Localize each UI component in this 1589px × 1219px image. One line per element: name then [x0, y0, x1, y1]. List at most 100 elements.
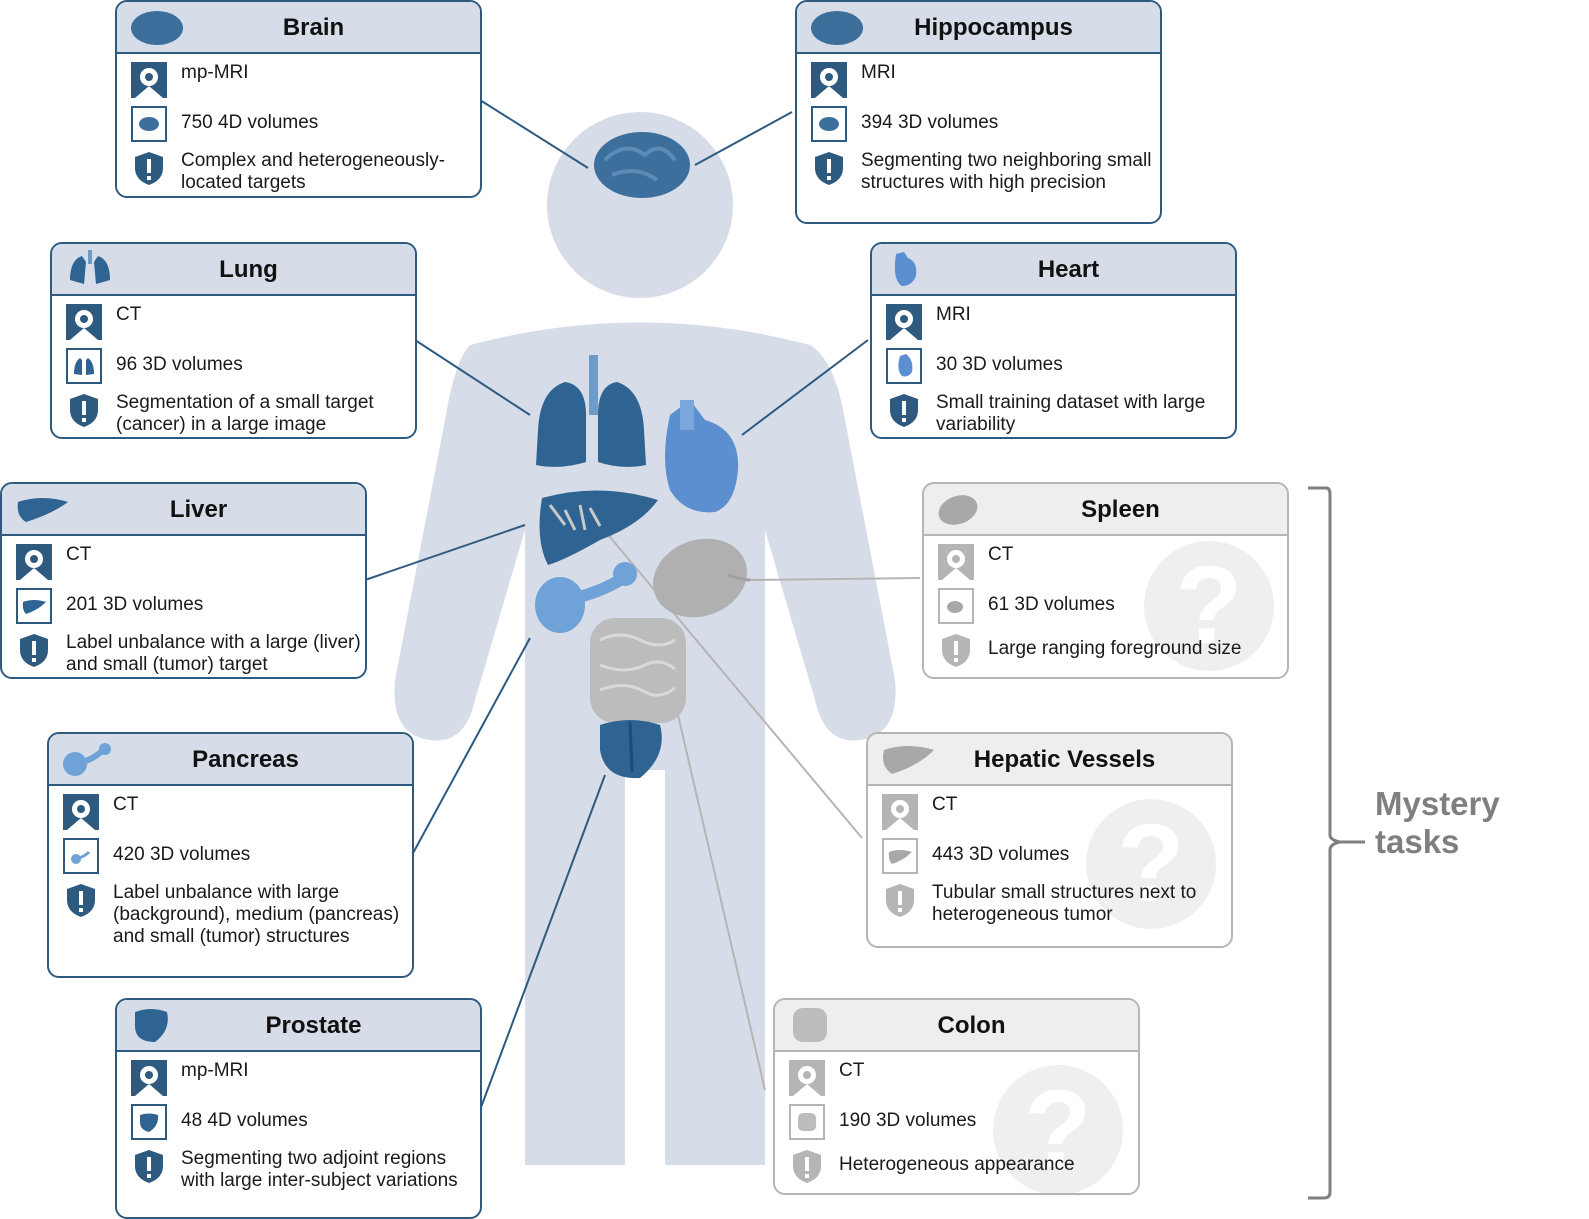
volumes-row: 190 3D volumes — [789, 1104, 1134, 1140]
liver-organ-icon — [539, 490, 658, 565]
card-title: Spleen — [1081, 496, 1160, 523]
task-card-colon: ? Colon CT 190 3D volumes Heterogeneous … — [773, 998, 1140, 1195]
challenge-text: Label unbalance with large (background),… — [113, 882, 400, 947]
shield-exclamation-icon — [793, 1150, 821, 1183]
card-title: Pancreas — [192, 746, 299, 773]
question-mark-icon: ? — [1086, 799, 1216, 929]
card-title: Colon — [937, 1012, 1006, 1039]
shield-exclamation-icon — [135, 152, 163, 185]
scanner-icon — [63, 794, 99, 830]
spleen-organ-icon — [653, 538, 751, 618]
shield-exclamation-icon — [815, 152, 843, 185]
task-card-hepatic-vessels: ? Hepatic Vessels CT 443 3D volumes Tubu… — [866, 732, 1233, 948]
volumes-text: 420 3D volumes — [113, 844, 251, 865]
spleen-thumbnail-icon — [938, 495, 978, 525]
shield-exclamation-icon — [135, 1150, 163, 1183]
task-card-prostate: Prostate mp-MRI 48 4D volumes Segmenting… — [115, 998, 482, 1219]
modality-text: CT — [66, 544, 92, 565]
modality-row: CT — [63, 794, 408, 830]
card-title: Lung — [219, 256, 278, 283]
organ-thumbnail-icon — [789, 1104, 825, 1140]
volumes-text: 201 3D volumes — [66, 594, 204, 615]
modality-row: MRI — [886, 304, 1231, 340]
scanner-icon — [66, 304, 102, 340]
card-title: Heart — [1037, 256, 1100, 283]
modality-text: CT — [932, 794, 958, 815]
task-card-liver: Liver CT 201 3D volumes Label unbalance … — [0, 482, 367, 679]
challenge-row: Segmenting two neighboring small structu… — [811, 150, 1156, 194]
volumes-row: 30 3D volumes — [886, 348, 1231, 384]
colon-thumbnail-icon — [793, 1008, 827, 1042]
prostate-organ-icon — [600, 720, 662, 779]
card-header: Heart — [872, 244, 1235, 296]
mystery-bracket — [1308, 486, 1365, 1200]
volumes-row: 420 3D volumes — [63, 838, 408, 874]
brain-thumbnail-icon — [131, 11, 183, 45]
organ-thumbnail-icon — [66, 348, 102, 384]
challenge-row: Segmentation of a small target (cancer) … — [66, 392, 411, 436]
task-card-hippocampus: Hippocampus MRI 394 3D volumes Segmentin… — [795, 0, 1162, 224]
modality-text: MRI — [861, 62, 896, 83]
challenge-row: Large ranging foreground size — [938, 632, 1283, 668]
scanner-icon — [789, 1060, 825, 1096]
scanner-icon — [131, 62, 167, 98]
scanner-icon — [811, 62, 847, 98]
challenge-text: Large ranging foreground size — [988, 638, 1242, 659]
scanner-icon — [938, 544, 974, 580]
organ-thumbnail-icon — [131, 106, 167, 142]
card-title: Liver — [169, 496, 228, 523]
modality-row: CT — [66, 304, 411, 340]
card-header: Hippocampus — [797, 2, 1160, 54]
shield-exclamation-icon — [20, 634, 48, 667]
volumes-text: 30 3D volumes — [936, 354, 1063, 375]
organ-thumbnail-icon — [938, 588, 974, 624]
shield-exclamation-icon — [886, 884, 914, 917]
volumes-row: 750 4D volumes — [131, 106, 476, 142]
volumes-row: 96 3D volumes — [66, 348, 411, 384]
volumes-row: 394 3D volumes — [811, 106, 1156, 142]
card-header: Spleen — [924, 484, 1287, 536]
volumes-text: 394 3D volumes — [861, 112, 999, 133]
scanner-icon — [886, 304, 922, 340]
card-title: Brain — [282, 14, 345, 41]
prostate-thumbnail-icon — [135, 1009, 168, 1042]
shield-exclamation-icon — [890, 394, 918, 427]
card-title: Prostate — [265, 1012, 362, 1039]
challenge-text: Complex and heterogeneously-located targ… — [181, 150, 446, 193]
organ-thumbnail-icon — [886, 348, 922, 384]
organ-thumbnail-icon — [882, 838, 918, 874]
question-mark-icon: ? — [1144, 541, 1274, 671]
challenge-row: Label unbalance with a large (liver) and… — [16, 632, 361, 676]
shield-exclamation-icon — [70, 394, 98, 427]
modality-row: MRI — [811, 62, 1156, 98]
card-header: Liver — [2, 484, 365, 536]
modality-row: CT — [938, 544, 1283, 580]
volumes-text: 750 4D volumes — [181, 112, 319, 133]
volumes-text: 61 3D volumes — [988, 594, 1115, 615]
challenge-row: Heterogeneous appearance — [789, 1148, 1134, 1184]
task-card-heart: Heart MRI 30 3D volumes Small training d… — [870, 242, 1237, 439]
liver-thumbnail-icon — [17, 498, 68, 522]
challenge-text: Small training dataset with large variab… — [936, 392, 1206, 435]
volumes-text: 96 3D volumes — [116, 354, 243, 375]
modality-text: CT — [116, 304, 142, 325]
question-mark-icon: ? — [993, 1065, 1123, 1193]
heart-thumbnail-icon — [894, 252, 917, 286]
volumes-text: 48 4D volumes — [181, 1110, 308, 1131]
card-header: Brain — [117, 2, 480, 54]
modality-row: CT — [882, 794, 1227, 830]
lungs-organ-icon — [536, 355, 646, 467]
organ-thumbnail-icon — [811, 106, 847, 142]
lung-thumbnail-icon — [70, 250, 110, 284]
challenge-row: Label unbalance with large (background),… — [63, 882, 408, 948]
card-header: Prostate — [117, 1000, 480, 1052]
modality-text: CT — [113, 794, 139, 815]
card-header: Lung — [52, 244, 415, 296]
task-card-pancreas: Pancreas CT 420 3D volumes Label unbalan… — [47, 732, 414, 978]
pancreas-organ-icon — [535, 562, 637, 633]
organ-thumbnail-icon — [63, 838, 99, 874]
card-title: Hippocampus — [914, 14, 1073, 41]
challenge-text: Segmentation of a small target (cancer) … — [116, 392, 374, 435]
volumes-text: 190 3D volumes — [839, 1110, 977, 1131]
